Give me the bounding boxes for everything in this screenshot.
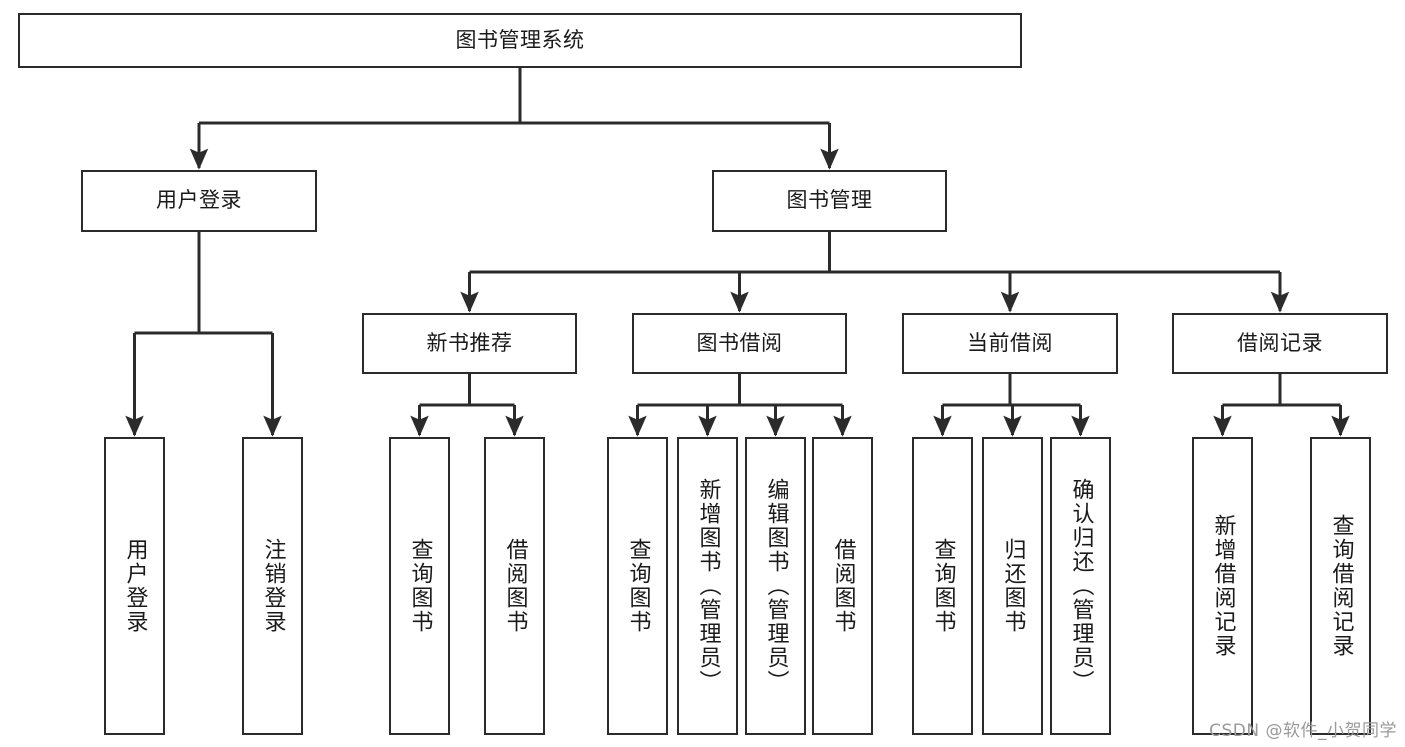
node-leaf11[interactable]: 确认归还（管理员）	[1050, 437, 1111, 735]
node-label: 新书推荐	[426, 330, 513, 355]
node-label: 查询图书	[625, 538, 651, 634]
node-leaf10[interactable]: 归还图书	[982, 437, 1043, 735]
node-leaf6[interactable]: 新增图书（管理员）	[677, 437, 738, 735]
node-label: 归还图书	[1000, 538, 1026, 634]
node-label: 新增图书（管理员）	[695, 478, 721, 694]
node-leaf9[interactable]: 查询图书	[912, 437, 973, 735]
node-label: 图书管理	[786, 188, 873, 213]
node-label: 图书借阅	[696, 330, 783, 355]
node-label: 当前借阅	[967, 330, 1053, 355]
node-leaf5[interactable]: 查询图书	[607, 437, 668, 735]
node-l2a[interactable]: 用户登录	[81, 170, 317, 232]
node-leaf7[interactable]: 编辑图书（管理员）	[745, 437, 806, 735]
node-label: 注销登录	[260, 538, 286, 634]
node-label: 查询图书	[930, 538, 956, 634]
node-label: 用户登录	[156, 188, 242, 213]
node-leaf13[interactable]: 查询借阅记录	[1310, 437, 1371, 735]
node-l3d[interactable]: 借阅记录	[1172, 313, 1388, 374]
node-l3b[interactable]: 图书借阅	[632, 313, 847, 374]
watermark-text: CSDN @软件_小贺同学	[1209, 721, 1397, 741]
node-leaf1[interactable]: 用户登录	[104, 437, 165, 735]
node-l2b[interactable]: 图书管理	[712, 170, 947, 232]
node-label: 借阅图书	[502, 538, 528, 634]
node-root[interactable]: 图书管理系统	[18, 13, 1022, 68]
node-label: 用户登录	[122, 538, 148, 634]
node-leaf8[interactable]: 借阅图书	[812, 437, 873, 735]
node-leaf4[interactable]: 借阅图书	[484, 437, 545, 735]
node-label: 确认归还（管理员）	[1068, 478, 1094, 694]
node-label: 新增借阅记录	[1210, 514, 1236, 658]
node-label: 图书管理系统	[455, 27, 585, 52]
node-label: 借阅图书	[830, 538, 856, 634]
node-l3c[interactable]: 当前借阅	[902, 313, 1118, 374]
node-leaf12[interactable]: 新增借阅记录	[1192, 437, 1253, 735]
node-label: 查询借阅记录	[1328, 514, 1354, 658]
node-leaf3[interactable]: 查询图书	[389, 437, 450, 735]
node-label: 编辑图书（管理员）	[763, 478, 789, 694]
node-label: 查询图书	[407, 538, 433, 634]
node-l3a[interactable]: 新书推荐	[362, 313, 577, 374]
node-leaf2[interactable]: 注销登录	[242, 437, 303, 735]
node-label: 借阅记录	[1237, 330, 1323, 355]
